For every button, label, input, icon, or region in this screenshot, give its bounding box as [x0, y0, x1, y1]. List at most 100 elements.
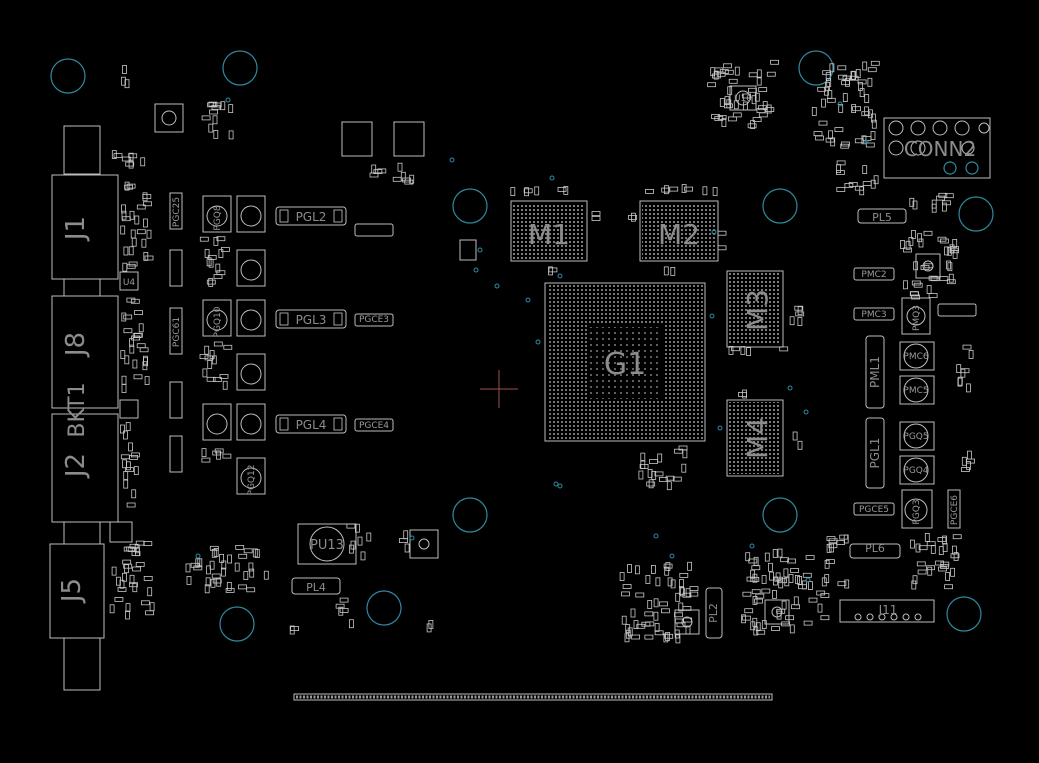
chip-m4-label: M4: [741, 417, 774, 459]
pgc61-label: PGC61: [172, 317, 182, 347]
passive-component: [199, 354, 209, 359]
passive-component: [674, 448, 683, 454]
passive-component: [121, 76, 126, 86]
passive-component: [124, 79, 130, 89]
passive-component: [665, 632, 670, 641]
passive-component: [862, 181, 872, 187]
u10-label: U10: [734, 94, 752, 104]
passive-component: [684, 186, 693, 192]
passive-component: [123, 479, 129, 489]
passive-component: [702, 186, 708, 196]
passive-component: [752, 596, 758, 605]
passive-component: [130, 452, 140, 458]
passive-component: [128, 152, 134, 162]
passive-component: [243, 571, 249, 580]
passive-component: [630, 608, 636, 618]
passive-component: [228, 130, 234, 140]
passive-component: [859, 186, 865, 196]
via: [653, 533, 659, 539]
passive-component: [849, 75, 859, 81]
passive-component: [781, 621, 790, 627]
passive-component: [243, 548, 253, 554]
passive-component: [961, 456, 967, 466]
passive-component: [772, 590, 777, 599]
passive-component: [220, 567, 226, 577]
passive-component: [377, 168, 387, 174]
inductor-pl4: PL4: [291, 577, 341, 595]
passive-component: [649, 459, 658, 464]
passive-component: [758, 112, 768, 118]
passive-component: [871, 119, 877, 129]
passive-component: [761, 575, 767, 584]
passive-component: [625, 624, 631, 633]
via: [805, 577, 811, 583]
passive-component: [648, 479, 654, 489]
passive-component: [621, 591, 630, 597]
passive-component: [829, 63, 835, 73]
passive-component: [339, 608, 349, 613]
passive-component: [742, 591, 752, 597]
passive-component: [142, 192, 148, 202]
passive-component: [657, 453, 663, 463]
passive-component: [826, 536, 836, 541]
chip-m1-label: M1: [528, 218, 570, 251]
passive-component: [136, 229, 146, 235]
passive-component: [125, 610, 130, 620]
passive-component: [836, 540, 845, 545]
passive-component: [143, 201, 152, 207]
passive-component: [752, 573, 758, 583]
passive-component: [747, 123, 757, 129]
passive-component: [924, 263, 934, 269]
passive-component: [864, 94, 870, 103]
passive-component: [756, 108, 766, 113]
passive-component: [911, 580, 917, 590]
passive-component: [122, 572, 127, 582]
via: [717, 425, 723, 431]
passive-component: [207, 360, 213, 369]
misc-ics: [109, 85, 941, 635]
passive-component: [903, 247, 912, 253]
passive-component: [873, 175, 879, 185]
u4-label: U4: [123, 278, 136, 288]
passive-component: [124, 564, 129, 574]
passive-component: [918, 238, 924, 248]
passive-component: [952, 249, 958, 259]
passive-component: [744, 608, 754, 614]
passive-component: [190, 562, 200, 568]
via: [409, 535, 415, 541]
passive-component: [785, 615, 794, 621]
passive-component: [248, 562, 254, 572]
passive-component: [122, 559, 132, 565]
passive-component: [369, 172, 379, 178]
passive-component: [717, 245, 727, 251]
passive-component: [844, 182, 854, 188]
inductor-pgl4: PGL4: [275, 414, 347, 434]
mounting-hole: [366, 590, 402, 626]
passive-component: [783, 568, 789, 578]
passive-component: [123, 246, 129, 256]
passive-component: [655, 577, 661, 587]
vias: [195, 97, 869, 583]
pmc2-label: PMC2: [861, 270, 886, 280]
passive-component: [128, 442, 134, 452]
passive-components: [109, 59, 975, 644]
passive-component: [674, 612, 683, 618]
pmc3-label: PMC3: [861, 310, 886, 320]
passive-component: [130, 229, 136, 239]
passive-component: [952, 534, 962, 540]
passive-component: [654, 630, 664, 636]
passive-component: [797, 440, 803, 450]
passive-component: [839, 534, 849, 540]
passive-component: [681, 184, 687, 193]
connector-j11: J11: [839, 599, 935, 623]
passive-component: [208, 277, 214, 287]
passive-component: [750, 120, 755, 129]
passive-component: [946, 246, 952, 256]
mounting-hole: [50, 58, 86, 94]
passive-component: [222, 453, 232, 459]
passive-component: [751, 589, 761, 595]
passive-component: [120, 350, 126, 360]
via: [803, 409, 809, 415]
passive-component: [778, 578, 787, 584]
passive-component: [717, 230, 727, 236]
